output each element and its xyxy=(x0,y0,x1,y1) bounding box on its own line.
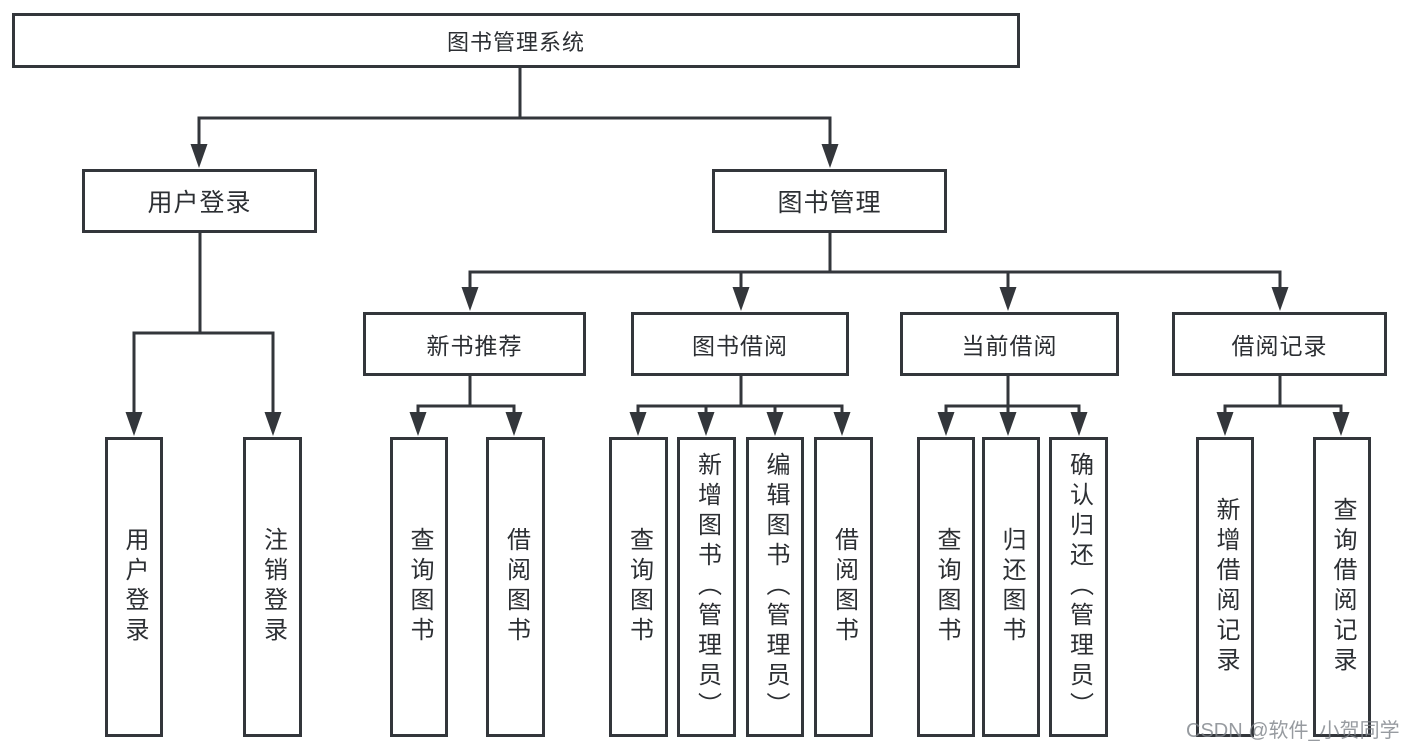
leaf-return-books: 归还图书 xyxy=(982,437,1040,737)
node-book-borrowing: 图书借阅 xyxy=(631,312,849,376)
leaf-add-books-admin: 新增图书（管理员） xyxy=(677,437,736,737)
node-user-login: 用户登录 xyxy=(82,169,317,233)
leaf-add-borrow-record: 新增借阅记录 xyxy=(1196,437,1254,737)
leaf-query-books-borrowing: 查询图书 xyxy=(609,437,668,737)
leaf-edit-books-admin: 编辑图书（管理员） xyxy=(746,437,804,737)
node-library-management-system: 图书管理系统 xyxy=(12,13,1020,68)
node-new-book-recommendation: 新书推荐 xyxy=(363,312,586,376)
csdn-watermark: CSDN @软件_小贺同学 xyxy=(1186,720,1400,742)
leaf-confirm-return-admin: 确认归还（管理员） xyxy=(1049,437,1108,737)
node-borrowing-records: 借阅记录 xyxy=(1172,312,1387,376)
node-book-management: 图书管理 xyxy=(712,169,947,233)
node-current-borrowing: 当前借阅 xyxy=(900,312,1119,376)
leaf-query-borrow-record: 查询借阅记录 xyxy=(1313,437,1371,737)
leaf-query-books-current: 查询图书 xyxy=(917,437,975,737)
leaf-borrow-books: 借阅图书 xyxy=(814,437,873,737)
leaf-user-login: 用户登录 xyxy=(105,437,163,737)
leaf-borrow-books-recommend: 借阅图书 xyxy=(486,437,545,737)
leaf-logout: 注销登录 xyxy=(243,437,302,737)
leaf-query-books-recommend: 查询图书 xyxy=(390,437,448,737)
